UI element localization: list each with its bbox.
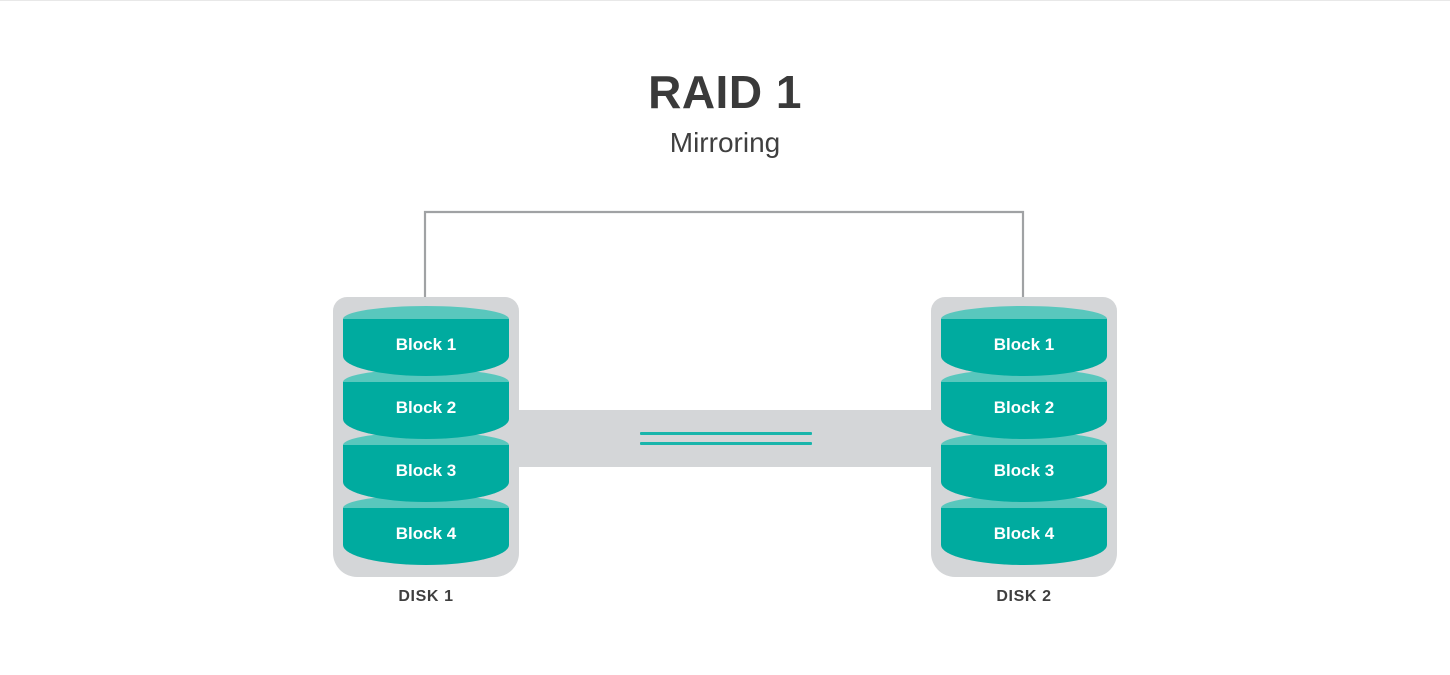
page-subtitle: Mirroring (669, 127, 781, 158)
cylinder-body-icon (343, 445, 509, 502)
block-label: Block 2 (395, 398, 457, 417)
disk-2-block-stack: Block 4 Block 3 Block 2 Block 1 (941, 306, 1107, 568)
disk-1-shell: Block 4 Block 3 Block 2 Block 1 (333, 297, 519, 577)
disk-2-caption: DISK 2 (996, 588, 1052, 605)
disk-1-block-1[interactable]: Block 1 (343, 306, 509, 382)
block-label: Block 4 (993, 524, 1055, 543)
cylinder-body-icon (343, 319, 509, 376)
disk-2-block-1[interactable]: Block 1 (941, 306, 1107, 382)
disk-2-block-4[interactable]: Block 4 (941, 495, 1107, 571)
cylinder-body-icon (343, 508, 509, 565)
block-label: Block 1 (993, 335, 1055, 354)
disk-1-caption: DISK 1 (398, 588, 454, 605)
cylinder-body-icon (941, 382, 1107, 439)
cylinder-body-icon (941, 445, 1107, 502)
block-label: Block 2 (993, 398, 1055, 417)
cylinder-body-icon (941, 319, 1107, 376)
block-label: Block 1 (395, 335, 457, 354)
cylinder-body-icon (941, 508, 1107, 565)
block-label: Block 4 (395, 524, 457, 543)
cylinder-body-icon (343, 382, 509, 439)
block-label: Block 3 (993, 461, 1055, 480)
mirror-link-bar (505, 410, 945, 467)
disk-2[interactable]: Block 4 Block 3 Block 2 Block 1 (931, 297, 1117, 605)
mirror-line-top (640, 432, 812, 435)
mirror-line-bottom (640, 442, 812, 445)
page-title: RAID 1 (648, 66, 802, 118)
disk-1-block-stack: Block 4 Block 3 Block 2 Block 1 (343, 306, 509, 568)
disk-2-shell: Block 4 Block 3 Block 2 Block 1 (931, 297, 1117, 577)
block-label: Block 3 (395, 461, 457, 480)
disk-1[interactable]: Block 4 Block 3 Block 2 Block 1 (333, 297, 519, 605)
